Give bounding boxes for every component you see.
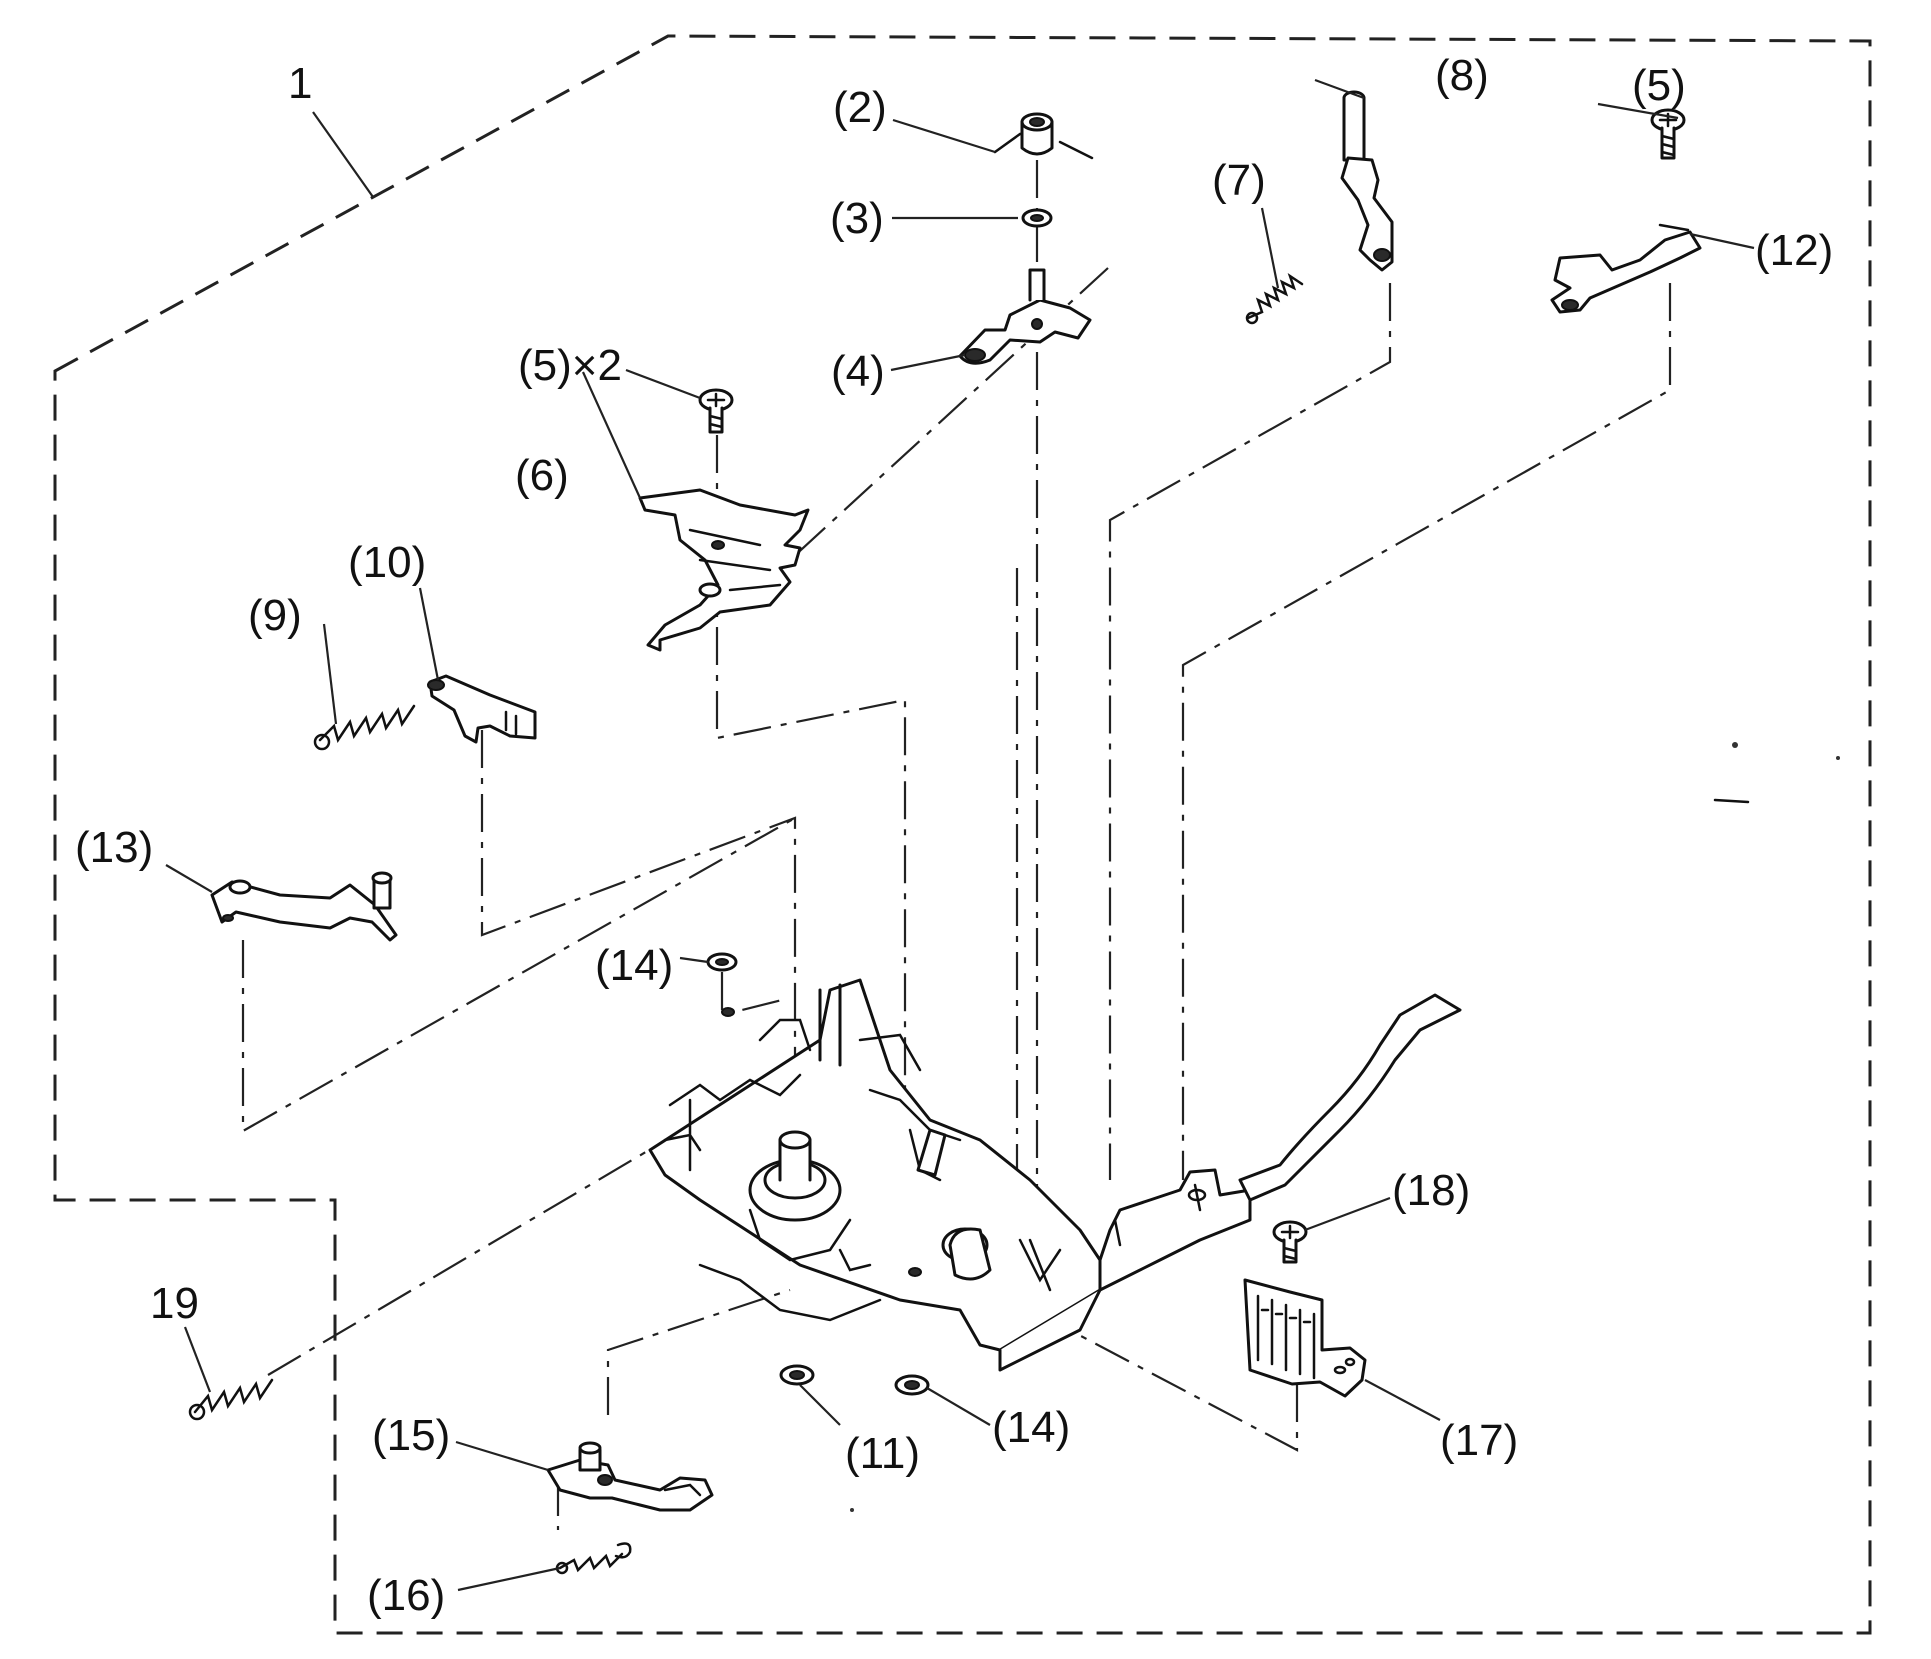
callout-leaders [165, 78, 1755, 1592]
callout-10: (10) [348, 538, 426, 587]
callout-15: (15) [372, 1411, 450, 1460]
part-13-arm-lever[interactable] [210, 871, 398, 942]
callout-14-bottom: (14) [992, 1403, 1070, 1452]
part-17-switch-board[interactable] [1243, 1278, 1367, 1398]
callout-12: (12) [1755, 226, 1833, 275]
callout-7: (7) [1212, 156, 1266, 205]
callout-14-top: (14) [595, 941, 673, 990]
callout-8: (8) [1435, 51, 1489, 100]
part-16-spring[interactable] [555, 1542, 632, 1575]
part-2-gear-cap[interactable] [993, 112, 1094, 160]
part-10-lever[interactable] [427, 674, 537, 744]
part-8-pin-lever[interactable] [1340, 90, 1394, 272]
assembly-chain-lines [241, 160, 1672, 1530]
callout-4: (4) [831, 347, 885, 396]
part-14-washer-top[interactable] [706, 952, 738, 972]
part-12-plate-lever[interactable] [1550, 223, 1702, 314]
part-18-screw[interactable] [1272, 1220, 1308, 1264]
assembly-boundary [53, 34, 1872, 1635]
part-6-slide-bracket[interactable] [638, 488, 810, 652]
assembly-leader [312, 111, 374, 198]
part-7-spring[interactable] [1245, 272, 1304, 325]
callout-13: (13) [75, 823, 153, 872]
part-14-washer-bottom[interactable] [894, 1374, 930, 1396]
callout-5x2: (5)×2 [518, 341, 622, 390]
part-11-washer[interactable] [779, 1364, 815, 1386]
callout-17: (17) [1440, 1416, 1518, 1465]
callout-3: (3) [830, 194, 884, 243]
part-4-gear-lever[interactable] [958, 268, 1092, 365]
part-9-spring[interactable] [313, 704, 416, 751]
callout-16: (16) [367, 1571, 445, 1620]
callout-18: (18) [1392, 1166, 1470, 1215]
main-chassis-mechanism [648, 978, 1462, 1372]
part-3-washer[interactable] [1021, 208, 1053, 228]
callout-5: (5) [1632, 61, 1686, 110]
callout-19: 19 [150, 1279, 199, 1328]
callout-9: (9) [248, 591, 302, 640]
part-19-spring[interactable] [188, 1378, 274, 1421]
assembly-number-label: 1 [288, 59, 312, 108]
callout-6: (6) [515, 451, 569, 500]
part-5x2-screw[interactable] [698, 388, 734, 434]
callout-2: (2) [833, 83, 887, 132]
part-15-brake-arm[interactable] [546, 1441, 714, 1512]
callout-11: (11) [845, 1429, 920, 1478]
